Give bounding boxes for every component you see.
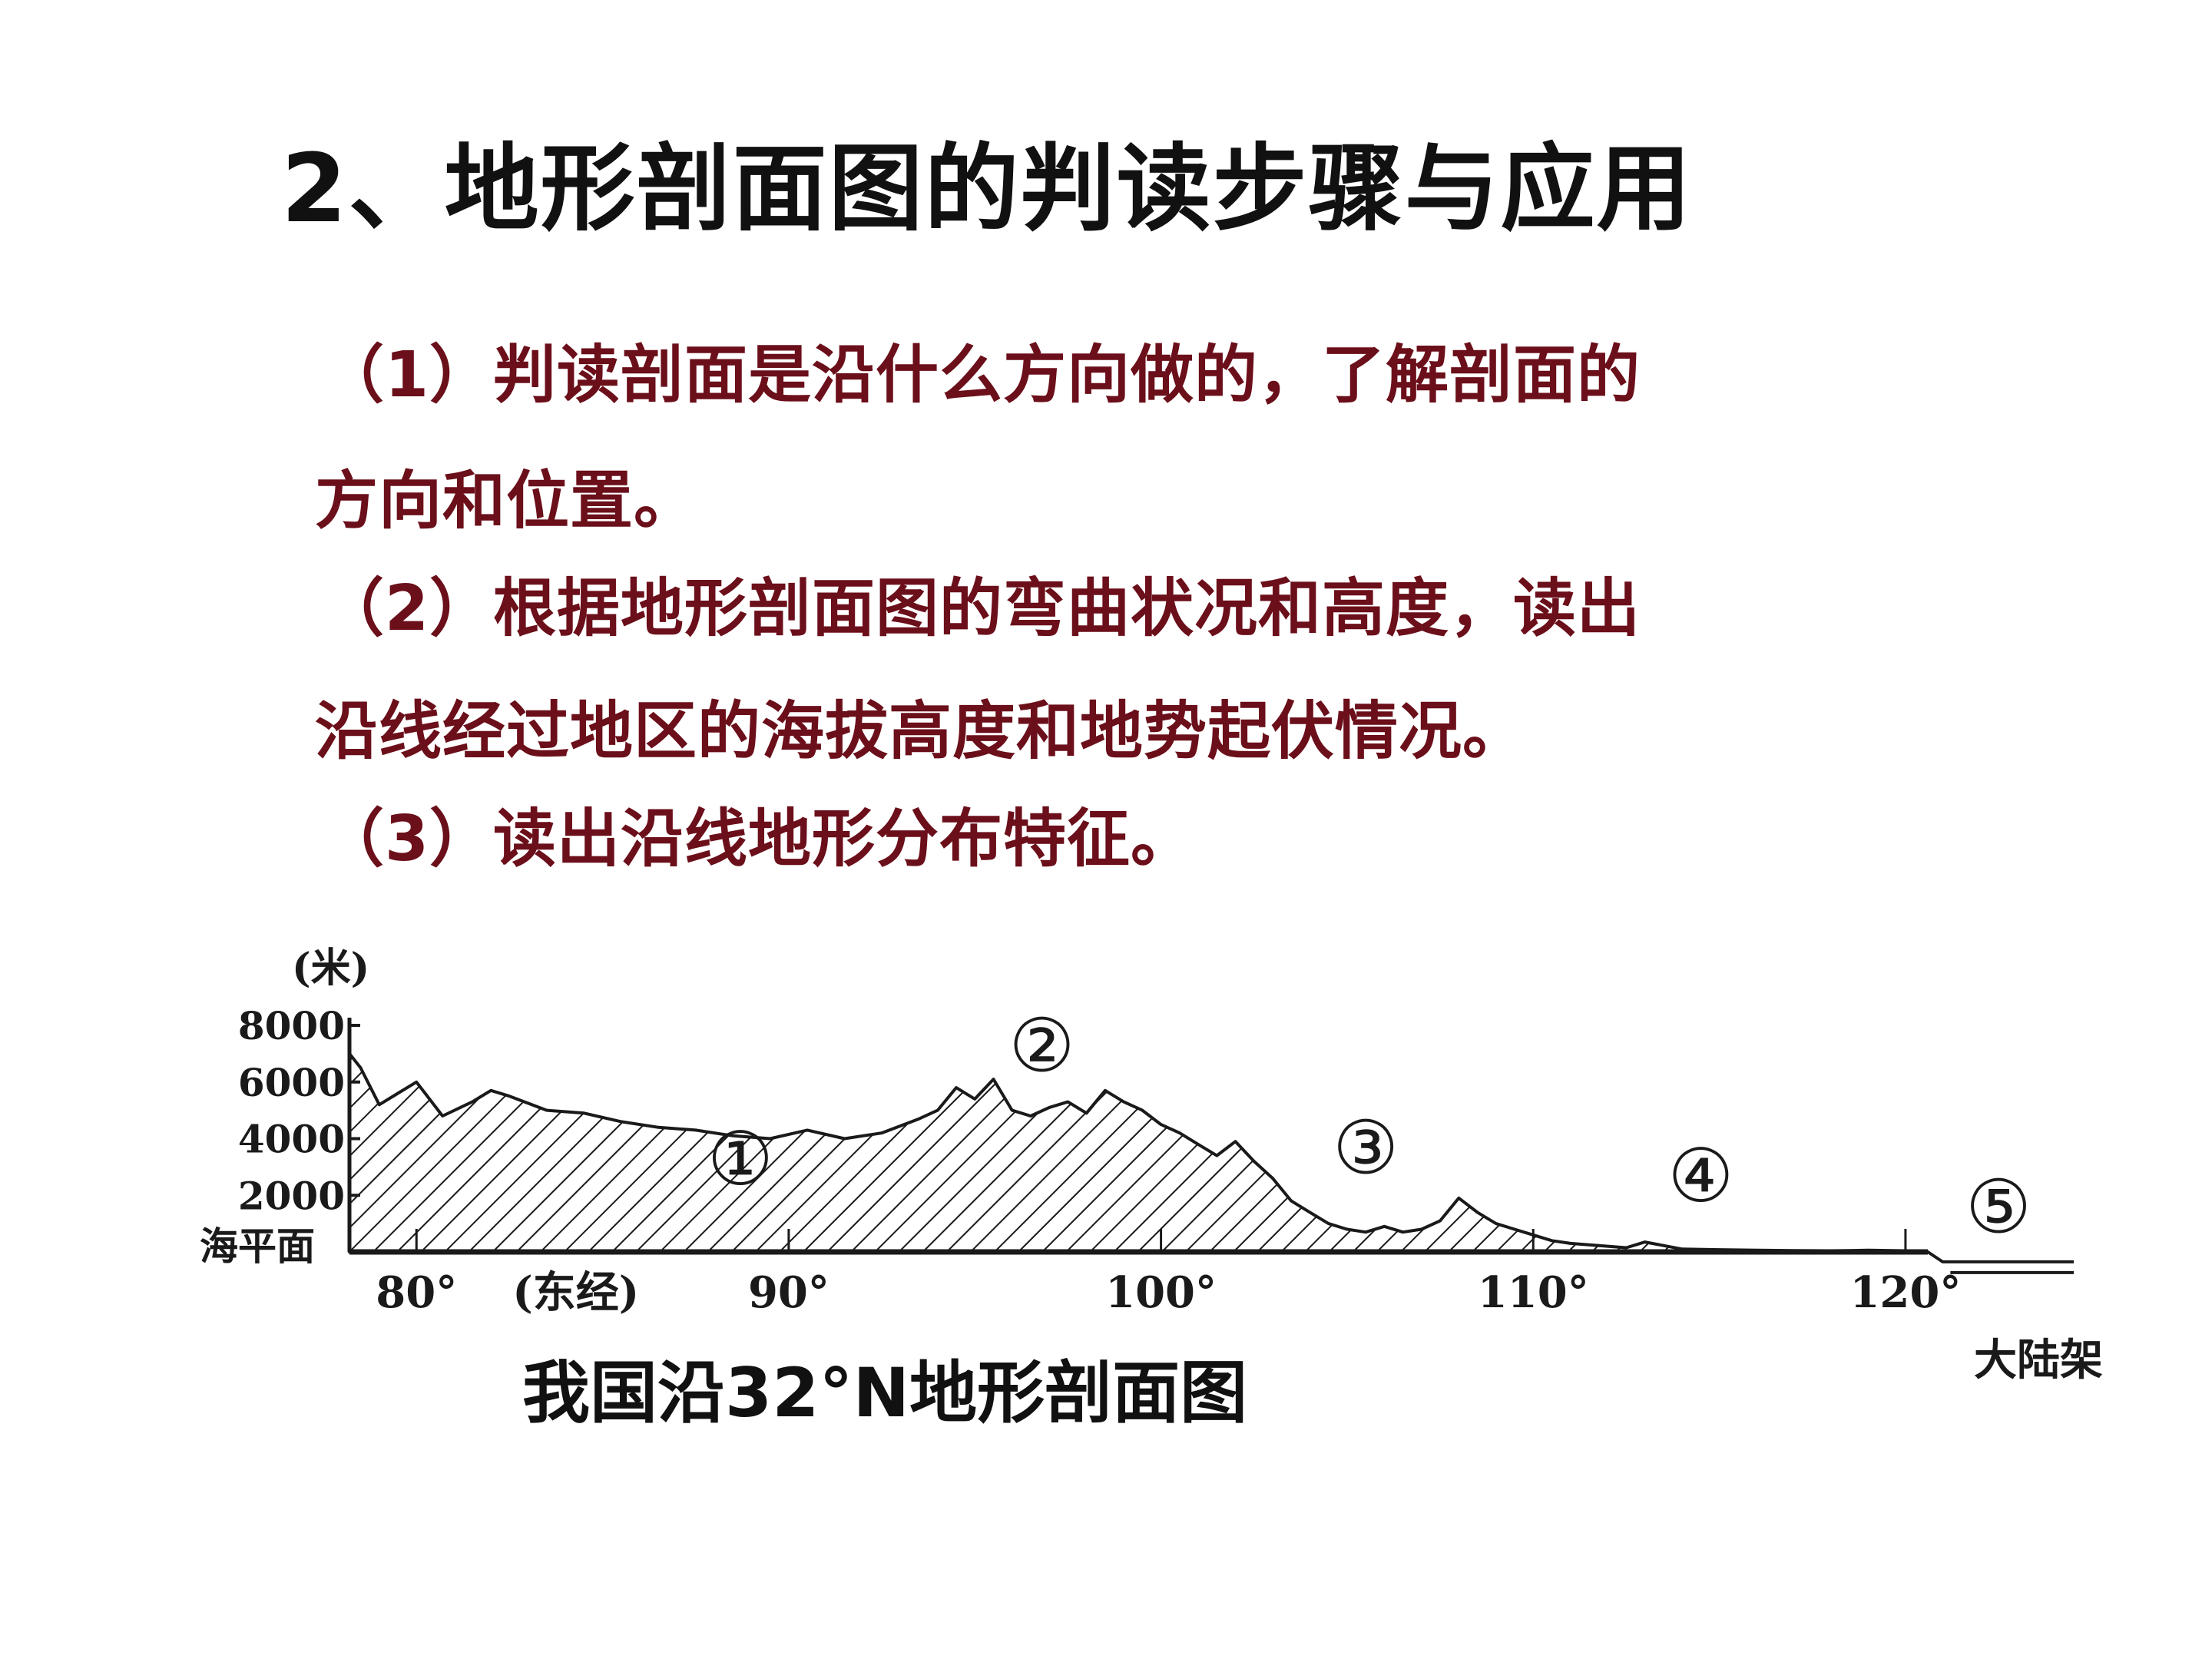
slide-title: 2、地形剖面图的判读步骤与应用 [281, 134, 1693, 244]
y-axis-tick-label: 2000 [238, 1173, 345, 1218]
x-axis-tick-label: 110° [1478, 1267, 1589, 1318]
y-axis-tick-label: 6000 [238, 1060, 345, 1105]
terrain-profile-chart: (米) 8000 6000 4000 2000 海平面 80° 90° 100° 110° 120°… [200, 945, 2103, 1386]
x-axis-tick-label: 120° [1849, 1267, 1961, 1318]
x-axis-tick-label: 90° [748, 1267, 830, 1318]
x-axis-tick-label: 100° [1105, 1267, 1217, 1318]
longitude-unit-label: (东经) [512, 1267, 639, 1318]
region-marker-1: ① [707, 1116, 773, 1202]
figure-caption: 我国沿32°N地形剖面图 [522, 1353, 1248, 1432]
step-3-text: （3）读出沿线地形分布特征。 [321, 803, 1195, 876]
step-1-text-continued: 方向和位置。 [315, 465, 698, 538]
region-marker-2: ② [1008, 1003, 1075, 1089]
x-axis-tick-label: 80° [376, 1267, 457, 1318]
region-marker-5: ⑤ [1965, 1164, 2032, 1250]
region-marker-3: ③ [1333, 1104, 1399, 1190]
continental-shelf-line [1926, 1250, 2074, 1263]
step-1-text: （1）判读剖面是沿什么方向做的，了解剖面的 [321, 339, 1641, 412]
sea-level-label: 海平面 [200, 1224, 315, 1269]
step-2-text-continued: 沿线经过地区的海拔高度和地势起伏情况。 [315, 695, 1527, 768]
y-axis-unit-label: (米) [292, 945, 369, 992]
y-axis-tick-label: 4000 [238, 1117, 345, 1162]
y-axis-tick-label: 8000 [238, 1003, 345, 1048]
continental-shelf-label: 大陆架 [1974, 1335, 2103, 1386]
step-2-text: （2）根据地形剖面图的弯曲状况和高度，读出 [321, 572, 1641, 645]
terrain-profile-area [348, 1051, 1929, 1253]
terrain-profile-figure: (米) 8000 6000 4000 2000 海平面 80° 90° 100° 110° 120°… [177, 922, 2112, 1413]
region-marker-4: ④ [1667, 1133, 1734, 1219]
